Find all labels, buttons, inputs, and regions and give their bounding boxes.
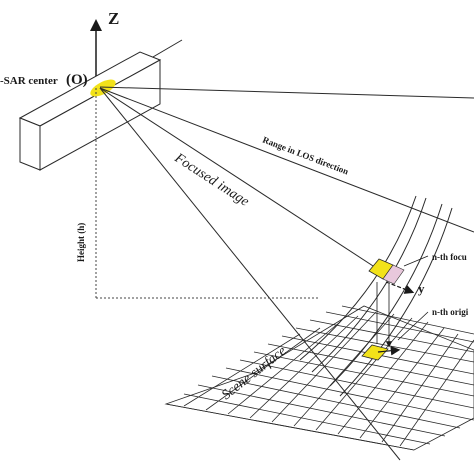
original-pixel-arrow [377,345,401,356]
nth-focused-label: n-th focu [432,252,467,262]
focused-pixel-neighbor [382,264,405,285]
horizontal-reference-line [99,86,474,99]
original-pixel-highlight [361,344,389,361]
radar-antenna-box [18,51,162,171]
nth-original-label: n-th origi [432,307,469,317]
slant-line-to-scene [99,87,401,461]
height-label: Height (h) [76,223,86,262]
origin-label: (O) [66,72,88,88]
sar-center-label: -SAR center [0,75,58,87]
scene-surface-label: Scene surface [219,344,289,403]
focused-image-label: Focused image [171,150,251,210]
scene-surface-grid [164,305,474,451]
nth-original-leader [397,311,429,341]
focused-image-line [99,87,391,278]
antenna-center-highlight [90,79,116,97]
local-y-axis-arrow [385,281,415,294]
local-y-axis-label: y [418,281,425,296]
nth-focused-leader [403,255,429,267]
range-arcs [299,195,453,397]
z-axis-label: Z [108,9,119,28]
